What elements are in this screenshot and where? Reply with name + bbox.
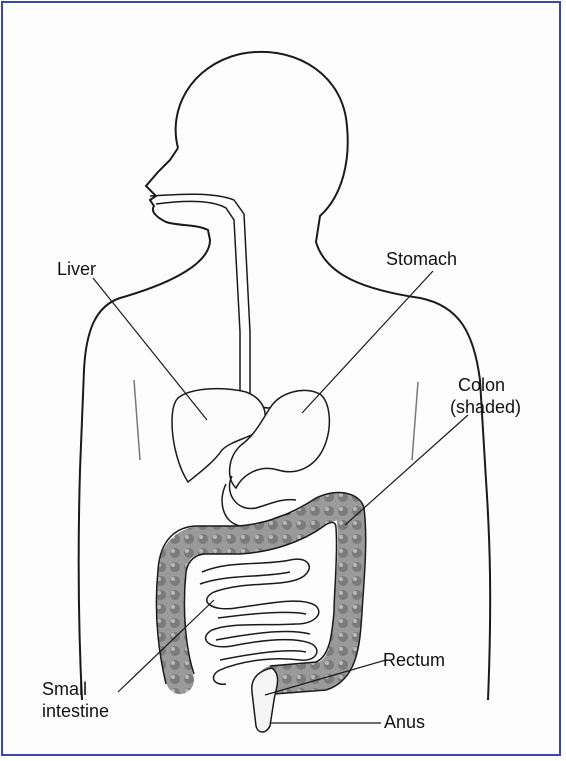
torso-shading-left bbox=[134, 380, 140, 460]
label-liver: Liver bbox=[57, 259, 96, 280]
label-small: Small bbox=[42, 679, 87, 700]
stomach-leader bbox=[302, 271, 433, 413]
label-rectum: Rectum bbox=[383, 650, 445, 671]
torso-shading-right bbox=[412, 382, 418, 460]
colon-leader bbox=[345, 415, 468, 525]
label-colon: Colon bbox=[458, 375, 505, 396]
body-outline bbox=[79, 52, 490, 700]
label-stomach: Stomach bbox=[386, 249, 457, 270]
label-anus: Anus bbox=[384, 712, 425, 733]
label-intestine: intestine bbox=[42, 701, 109, 722]
liver-leader bbox=[93, 278, 207, 420]
label-colon-shaded: (shaded) bbox=[450, 397, 521, 418]
